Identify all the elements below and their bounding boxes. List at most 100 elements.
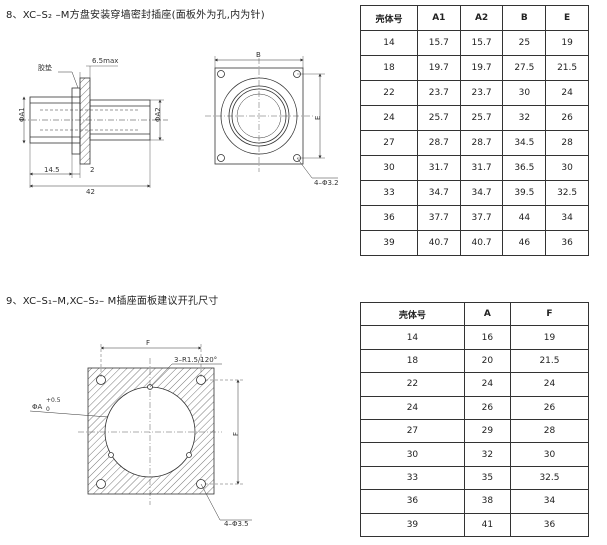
table-cell: 19 bbox=[509, 325, 590, 350]
table-cell: 16 bbox=[463, 325, 511, 350]
table-cell: 32 bbox=[502, 105, 547, 131]
table-cell: 25.7 bbox=[416, 105, 461, 131]
column-header: A1 bbox=[416, 5, 461, 31]
column-header: 壳体号 bbox=[360, 301, 465, 327]
table-cell: 19 bbox=[545, 30, 589, 56]
label-length-2: 2 bbox=[90, 166, 94, 174]
label-length-14-5: 14.5 bbox=[44, 166, 60, 174]
label-dim-b: B bbox=[256, 51, 261, 59]
table-cell: 37.7 bbox=[459, 205, 504, 231]
table-cell: 18 bbox=[360, 348, 465, 374]
label-panel-thickness: 6.5max bbox=[92, 57, 118, 65]
table-cell: 27 bbox=[360, 418, 465, 444]
column-header: 壳体号 bbox=[360, 5, 418, 31]
table-cell: 28 bbox=[509, 418, 590, 444]
table-cell: 15.7 bbox=[416, 30, 461, 56]
table-cell: 22 bbox=[360, 372, 465, 397]
table-cell: 36 bbox=[509, 512, 590, 537]
label-holes-2: 4–Φ3.5 bbox=[224, 520, 249, 528]
table-cell: 38 bbox=[463, 489, 511, 514]
table-cell: 36.5 bbox=[502, 155, 547, 181]
table-cell: 33 bbox=[360, 465, 465, 491]
table-cell: 46 bbox=[502, 230, 547, 256]
label-dim-e: E bbox=[314, 116, 322, 120]
label-gasket: 胶垫 bbox=[38, 63, 52, 72]
table-cell: 23.7 bbox=[416, 80, 461, 106]
table-cell: 26 bbox=[545, 105, 589, 131]
table-cell: 24 bbox=[509, 372, 590, 397]
table-cell: 27.5 bbox=[502, 55, 547, 81]
section-9-title: 9、XC–S₁–M,XC–S₂– M插座面板建议开孔尺寸 bbox=[6, 296, 219, 307]
label-tolerance-upper: +0.5 bbox=[46, 397, 61, 404]
table-cell: 32 bbox=[463, 442, 511, 467]
table-cell: 32.5 bbox=[545, 180, 589, 206]
table-cell: 14 bbox=[360, 30, 418, 56]
table-cell: 26 bbox=[463, 395, 511, 420]
label-dim-f-top: F bbox=[146, 339, 150, 347]
table-cell: 25 bbox=[502, 30, 547, 56]
table-cell: 22 bbox=[360, 80, 418, 106]
table-cell: 24 bbox=[360, 105, 418, 131]
table-cell: 44 bbox=[502, 205, 547, 231]
table-cell: 39 bbox=[360, 230, 418, 256]
table-cell: 28 bbox=[545, 130, 589, 156]
table-cell: 33 bbox=[360, 180, 418, 206]
table-cell: 37.7 bbox=[416, 205, 461, 231]
table-cell: 18 bbox=[360, 55, 418, 81]
column-header: A2 bbox=[459, 5, 504, 31]
label-tolerance-lower: 0 bbox=[46, 406, 50, 413]
table-cell: 30 bbox=[545, 155, 589, 181]
table-cell: 28.7 bbox=[416, 130, 461, 156]
label-phi-a1: ΦA1 bbox=[18, 107, 26, 122]
table-cell: 31.7 bbox=[416, 155, 461, 181]
table-cell: 14 bbox=[360, 325, 465, 350]
table-cell: 21.5 bbox=[545, 55, 589, 81]
column-header: E bbox=[545, 5, 589, 31]
table-cell: 28.7 bbox=[459, 130, 504, 156]
table-cell: 19.7 bbox=[459, 55, 504, 81]
label-phi-a: ΦA bbox=[32, 403, 43, 411]
panel-cutout-drawing bbox=[29, 344, 252, 521]
table-cell: 32.5 bbox=[509, 465, 590, 491]
table-cell: 19.7 bbox=[416, 55, 461, 81]
column-header: A bbox=[463, 301, 511, 327]
side-view-drawing bbox=[20, 65, 168, 188]
label-phi-a2: ΦA2 bbox=[154, 107, 162, 122]
table-cell: 30 bbox=[360, 442, 465, 467]
table-cell: 36 bbox=[360, 489, 465, 514]
table-cell: 23.7 bbox=[459, 80, 504, 106]
table-cell: 41 bbox=[463, 512, 511, 537]
table-cell: 36 bbox=[545, 230, 589, 256]
front-view-drawing bbox=[205, 56, 338, 179]
table-cell: 39.5 bbox=[502, 180, 547, 206]
table-cell: 31.7 bbox=[459, 155, 504, 181]
column-header: F bbox=[509, 301, 590, 327]
table-cell: 30 bbox=[509, 442, 590, 467]
label-holes-1: 4–Φ3.2 bbox=[314, 179, 339, 187]
table-cell: 34.7 bbox=[459, 180, 504, 206]
table-cell: 36 bbox=[360, 205, 418, 231]
table-cell: 34 bbox=[545, 205, 589, 231]
table-cell: 35 bbox=[463, 465, 511, 491]
table-cell: 34.5 bbox=[502, 130, 547, 156]
